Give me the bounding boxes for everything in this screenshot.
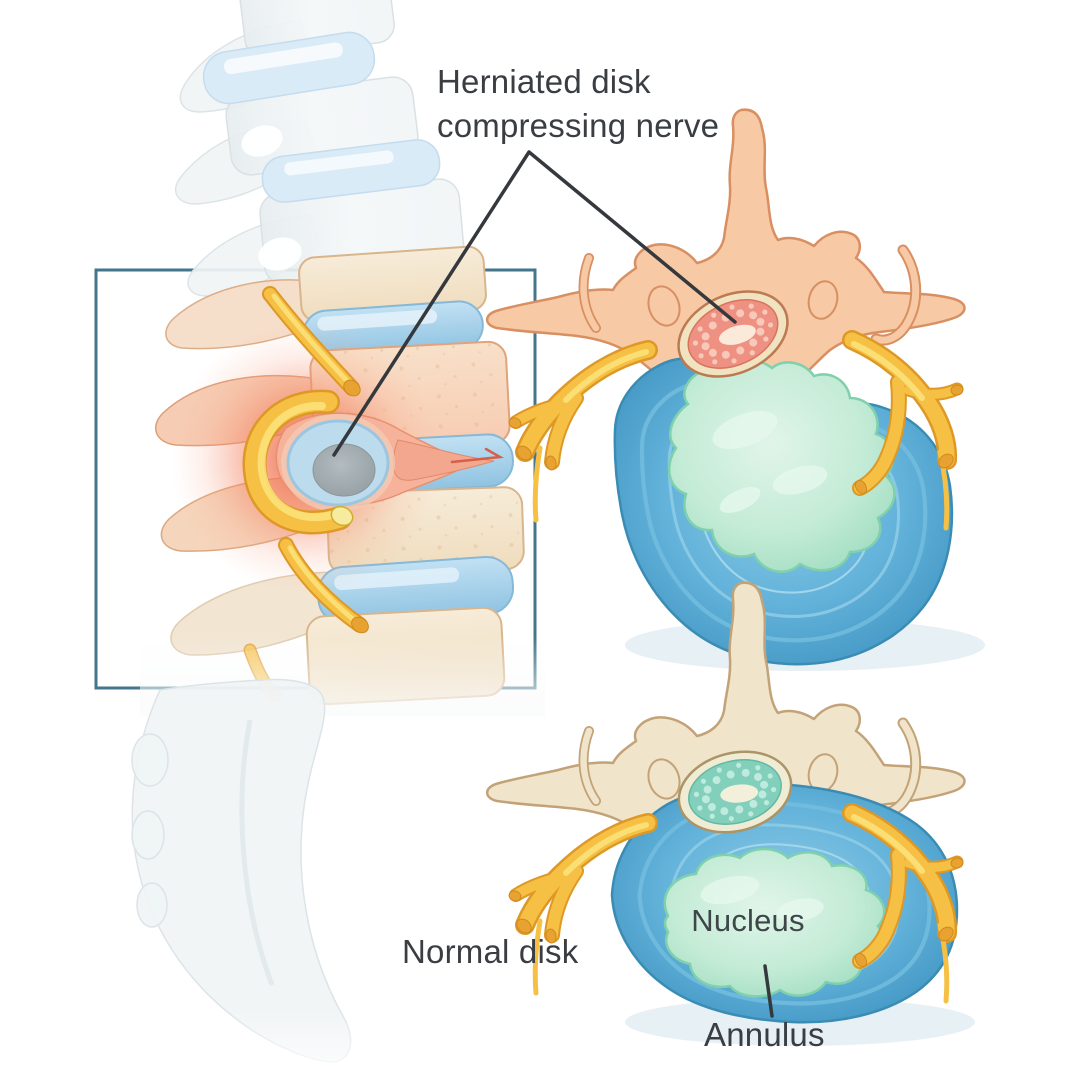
compressed-nerve-root [242,389,354,535]
herniated-pointer-line [332,150,737,457]
annotations: Herniated disk compressing nerve Normal … [332,63,825,1053]
annular-tear-line [450,447,504,464]
herniated-label-line1: Herniated disk [437,63,651,100]
annulus-pointer-line [763,964,774,1018]
disk-highlight [334,567,460,591]
nucleus-label: Nucleus [691,903,804,938]
intervertebral-disk-faded [261,139,441,203]
intervertebral-foramen [258,237,302,271]
spine-side-view [60,0,545,1080]
normal-disk-cross-section: Nucleus [487,582,975,1046]
disk-highlight [284,150,394,176]
herniated-disk-cross-section [487,109,985,671]
herniated-nucleus-core [312,443,376,497]
herniated-label-line2: compressing nerve [437,107,719,144]
disk-highlight [317,309,438,331]
fade-overlay [60,1010,480,1080]
nucleus-herniated [667,357,896,573]
nerve-root [278,537,369,634]
annulus-label: Annulus [704,1016,825,1053]
normal-disk-label: Normal disk [402,933,579,970]
herniation-site [242,389,504,535]
disk-highlight [223,42,343,75]
nerve-root [262,286,361,397]
intervertebral-foramen [241,125,283,157]
sacrum-faded [131,678,352,1063]
